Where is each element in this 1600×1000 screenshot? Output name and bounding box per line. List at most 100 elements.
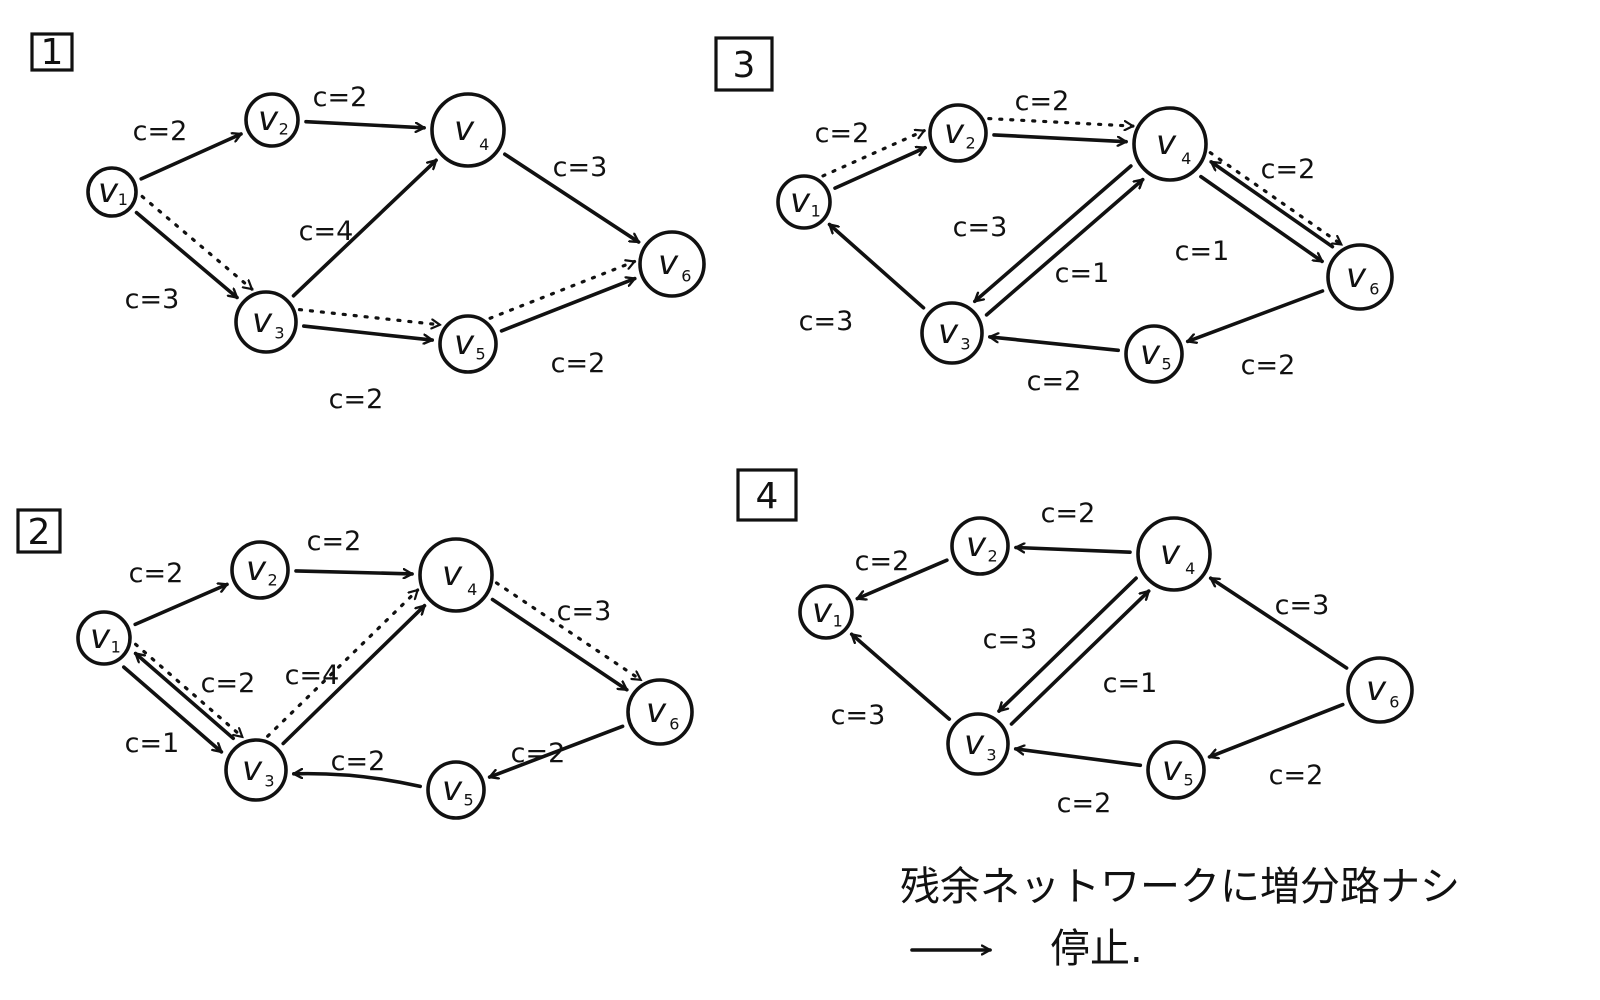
capacity-label: c=3 [831,700,886,731]
node-label: v [646,691,667,731]
edge-v4-to-v2 [1016,548,1132,554]
capacity-label: c=2 [1241,350,1296,381]
edge-v4-to-v3 [997,576,1138,713]
node-subscript: 2 [268,570,278,589]
node-circle [1124,324,1184,384]
edge-v4-to-v6 [1199,174,1322,264]
edge-v5-to-v3 [990,337,1120,353]
edge-v4-to-v3 [975,164,1133,304]
node-subscript: 4 [467,580,477,599]
node-subscript: 3 [274,324,284,343]
augmenting-path-v3-to-v4 [266,588,418,738]
edge-v2-to-v4 [992,133,1126,142]
capacity-label: c=2 [313,82,368,113]
edge-v3-to-v1 [830,222,926,310]
edge-v2-to-v4 [294,571,412,574]
node-subscript: 2 [988,546,998,565]
node-circle [776,174,832,230]
node-subscript: 6 [1369,280,1379,299]
edge-v3-to-v1 [136,651,235,741]
node-circle [638,230,706,298]
node-circle [798,584,854,640]
node-label: v [90,617,111,657]
edge-v3-to-v5 [302,324,432,340]
note-line-2: 停止. [1050,926,1143,972]
capacity-label: c=3 [125,284,180,315]
edge-v3-to-v4 [281,603,427,746]
node-label: v [944,112,965,152]
node-label: v [442,769,463,809]
capacity-label: c=2 [815,118,870,149]
augmenting-path-v1-to-v3 [134,642,243,739]
node-label: v [812,591,833,631]
edge-v6-to-v4 [1211,160,1335,249]
augmenting-path-v3-to-v5 [297,308,440,325]
capacity-label: c=2 [129,558,184,589]
capacity-label: c=3 [799,306,854,337]
capacity-label: c=2 [1027,366,1082,397]
node-subscript: 5 [464,790,474,809]
node-label: v [1140,333,1161,373]
edge-v4-to-v6 [490,597,627,692]
edge-v1-to-v3 [134,210,238,300]
capacity-label: c=2 [1015,86,1070,117]
node-subscript: 2 [279,119,289,138]
node-circle [1132,106,1208,182]
capacity-label: c=2 [329,384,384,415]
panel-number-box [30,32,74,72]
capacity-label: c=3 [553,152,608,183]
node-circle [234,290,298,354]
node-circle [418,537,494,613]
node-subscript: 4 [479,135,489,154]
capacity-label: c=1 [1055,258,1110,289]
panel-number-box [714,36,774,92]
node-subscript: 3 [986,746,996,765]
edge-v1-to-v2 [833,148,925,190]
capacity-label: c=2 [307,526,362,557]
node-circle [224,738,288,802]
node-subscript: 6 [681,267,691,286]
node-subscript: 2 [966,133,976,152]
node-label: v [964,723,985,763]
node-subscript: 6 [1389,693,1399,712]
capacity-label: c=3 [983,624,1038,655]
capacity-label: c=1 [1175,236,1230,267]
node-subscript: 1 [111,637,121,656]
node-label: v [246,549,267,589]
edge-v3-to-v4 [1009,589,1151,726]
node-label: v [1346,256,1367,296]
panel-number: 4 [756,476,779,517]
capacity-label: c=4 [299,216,354,247]
node-subscript: 5 [1162,354,1172,373]
capacity-label: c=3 [557,596,612,627]
node-circle [230,540,290,600]
edge-v1-to-v3 [122,665,222,754]
edge-v5-to-v6 [499,279,635,333]
node-label: v [258,99,279,139]
capacity-label: c=2 [1269,760,1324,791]
node-circle [950,516,1010,576]
node-subscript: 1 [811,201,821,220]
augmenting-path-v1-to-v2 [821,131,924,178]
node-subscript: 3 [960,335,970,354]
node-label: v [790,181,811,221]
capacity-label: c=2 [511,738,566,769]
edge-v1-to-v2 [133,584,227,627]
node-subscript: 5 [476,344,486,363]
node-label: v [98,171,119,211]
edge-v5-to-v3 [294,774,422,789]
